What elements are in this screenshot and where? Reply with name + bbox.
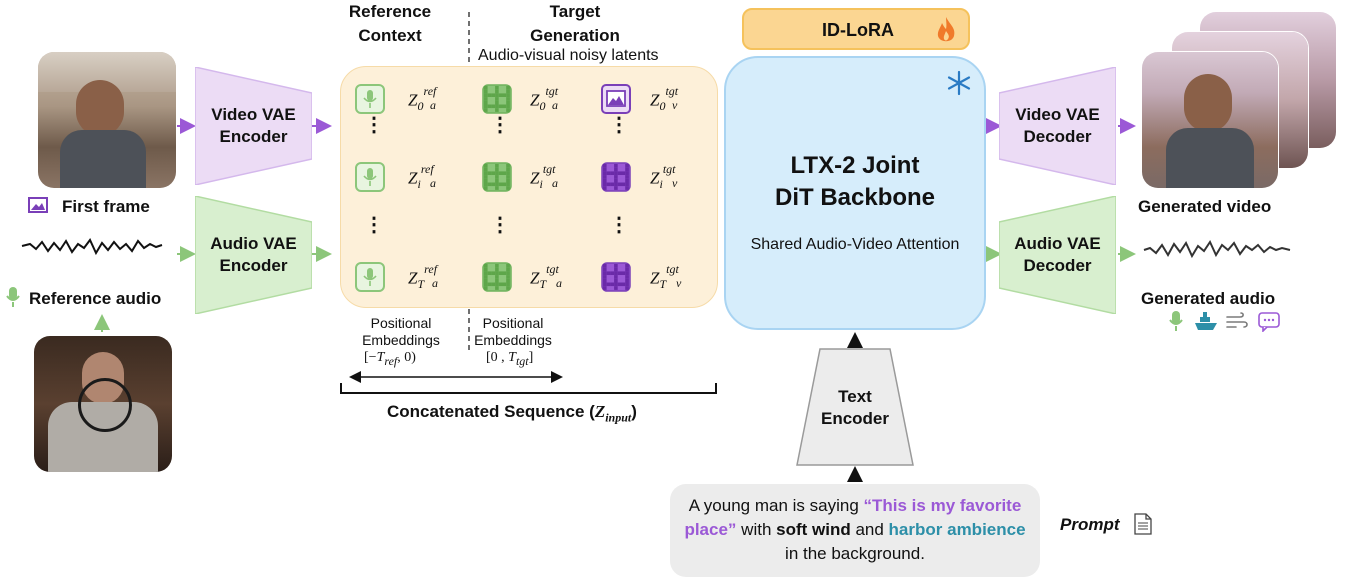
prompt-box: A young man is saying “This is my favori… <box>670 484 1040 577</box>
zT-tgtv-sub: v <box>676 276 682 290</box>
id-lora-badge: ID-LoRA <box>742 8 970 50</box>
prompt-harbor: harbor ambience <box>888 520 1026 539</box>
z0-tgt-audio: Z0tgt <box>530 84 559 114</box>
target-audio-noise-token <box>482 162 512 197</box>
video-decoder-line1: Video VAE <box>1015 105 1100 124</box>
zi-ref-audio: Ziref <box>408 162 434 192</box>
video-vae-encoder: Video VAE Encoder <box>195 67 312 185</box>
target-audio-noise-token <box>482 84 512 119</box>
zT-tgt-audio: ZTtgt <box>530 262 559 292</box>
backbone-title-line2: DiT Backbone <box>774 184 936 211</box>
audio-vae-encoder: Audio VAE Encoder <box>195 196 312 314</box>
generated-frame-1 <box>1142 52 1278 188</box>
audio-encoder-line2: Encoder <box>219 256 288 275</box>
z0-tgt-video: Z0tgt <box>650 84 679 114</box>
fire-icon <box>934 15 958 50</box>
dots-tgta-2: ⋮ <box>490 214 510 236</box>
speech-bubble-icon <box>1258 312 1280 337</box>
dots-ref-2: ⋮ <box>364 214 384 236</box>
z0-ref-audio: Z0ref <box>408 84 437 114</box>
z0-tgt-sub: a <box>552 98 558 112</box>
target-audio-noise-token <box>482 262 512 297</box>
zi-tgtv-sub: v <box>672 176 678 190</box>
backbone-title-line1: LTX-2 Joint <box>790 152 920 179</box>
sequence-block <box>340 66 718 308</box>
video-decoder-line2: Decoder <box>1023 127 1092 146</box>
wind-icon <box>1226 312 1248 335</box>
noisy-latents-subheader: Audio-visual noisy latents <box>478 47 659 64</box>
prompt-wind: soft wind <box>776 520 851 539</box>
snowflake-icon <box>946 70 972 101</box>
ref-audio-token <box>355 262 385 297</box>
zi-tgt-audio: Zitgt <box>530 162 556 192</box>
reference-video-image <box>34 336 172 472</box>
audio-decoder-line2: Decoder <box>1023 256 1092 275</box>
target-generation-header: Target Generation <box>530 2 620 45</box>
z0-tgtv-sub: v <box>672 98 678 112</box>
positional-range-ref: [−Tref, 0) <box>364 350 416 368</box>
generated-video-label: Generated video <box>1138 197 1272 216</box>
generated-waveform <box>1143 239 1291 259</box>
first-frame-image <box>38 52 176 188</box>
zi-tgt-sub: a <box>552 176 558 190</box>
video-encoder-line2: Encoder <box>219 127 288 146</box>
text-encoder-line2: Encoder <box>820 409 890 428</box>
dots-tgta-1: ⋮ <box>490 114 510 136</box>
z0-ref-sub: a <box>430 98 436 112</box>
audio-encoder-line1: Audio VAE <box>210 234 297 253</box>
zT-ref-sub: a <box>432 276 438 290</box>
document-icon <box>1134 513 1152 540</box>
text-encoder: Text Encoder <box>796 348 914 466</box>
zi-ref-sub: a <box>430 176 436 190</box>
concatenated-sequence-label: Concatenated Sequence (Zinput) <box>387 402 637 425</box>
target-video-first-frame-token <box>601 84 631 119</box>
concat-bracket <box>340 383 717 394</box>
dots-tgtv-2: ⋮ <box>609 214 629 236</box>
audio-decoder-line1: Audio VAE <box>1014 234 1101 253</box>
prompt-quote: “This is my favorite place” <box>684 496 1022 539</box>
zi-tgt-video: Zitgt <box>650 162 676 192</box>
microphone-icon <box>1169 310 1183 337</box>
video-vae-decoder: Video VAE Decoder <box>999 67 1116 185</box>
audio-vae-decoder: Audio VAE Decoder <box>999 196 1116 314</box>
target-video-noise-token <box>601 162 631 197</box>
dit-backbone: LTX-2 Joint DiT Backbone Shared Audio-Vi… <box>724 56 986 330</box>
positional-embeddings-ref: Positional Embeddings <box>362 315 440 348</box>
image-icon <box>28 197 48 213</box>
first-frame-label: First frame <box>62 197 150 216</box>
dots-ref-1: ⋮ <box>364 114 384 136</box>
video-encoder-line1: Video VAE <box>211 105 296 124</box>
target-video-noise-token <box>601 262 631 297</box>
zT-tgt-sub: a <box>556 276 562 290</box>
ref-audio-token <box>355 84 385 119</box>
reference-audio-label: Reference audio <box>29 289 162 308</box>
positional-range-tgt: [0 , Ttgt] <box>486 350 534 368</box>
microphone-icon <box>6 286 20 313</box>
reference-waveform <box>21 238 163 256</box>
reference-context-header: Reference Context <box>348 2 432 45</box>
dots-tgtv-1: ⋮ <box>609 114 629 136</box>
text-encoder-line1: Text <box>838 387 872 406</box>
generated-audio-label: Generated audio <box>1141 289 1276 308</box>
positional-embeddings-tgt: Positional Embeddings <box>474 315 552 348</box>
ref-audio-token <box>355 162 385 197</box>
zT-ref-audio: ZTref <box>408 262 438 292</box>
prompt-label: Prompt <box>1060 515 1120 534</box>
backbone-subtitle: Shared Audio-Video Attention <box>750 236 960 253</box>
zT-tgt-video: ZTtgt <box>650 262 679 292</box>
boat-icon <box>1194 310 1218 337</box>
